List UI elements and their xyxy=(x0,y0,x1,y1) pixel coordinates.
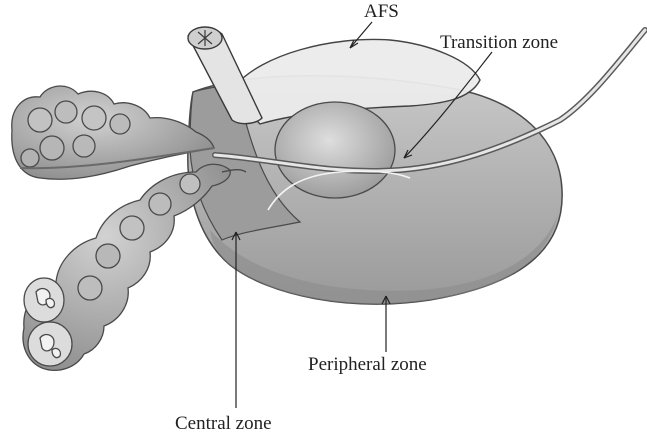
seminal-vesicle-upper xyxy=(12,86,214,179)
afs-label: AFS xyxy=(364,2,399,21)
peripheral-zone-label: Peripheral zone xyxy=(308,355,427,374)
transition-zone-label: Transition zone xyxy=(440,33,558,52)
transition-zone-shape xyxy=(275,102,395,198)
central-zone-label: Central zone xyxy=(175,414,272,433)
